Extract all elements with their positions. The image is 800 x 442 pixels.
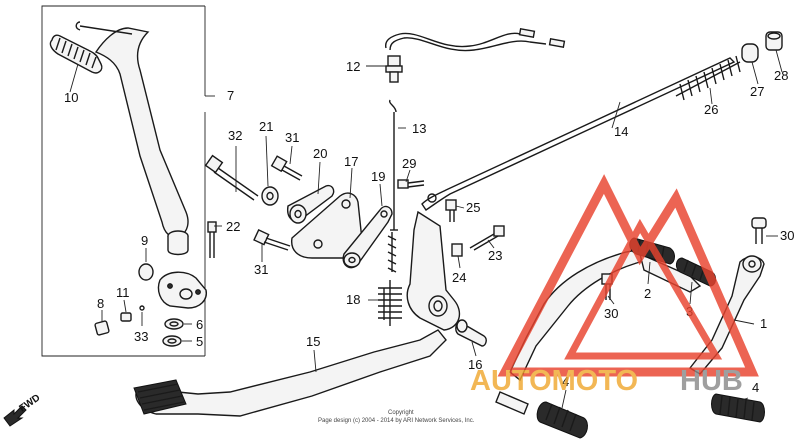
watermark-triangle-outer xyxy=(497,174,759,377)
callout-4-right: 4 xyxy=(752,380,759,395)
switch-12 xyxy=(385,28,566,83)
bolt-22 xyxy=(207,221,217,258)
bolt-32 xyxy=(204,154,259,201)
kick-lever xyxy=(75,21,189,256)
collar-16 xyxy=(455,319,487,347)
callout-22: 22 xyxy=(226,219,240,234)
callout-23: 23 xyxy=(488,248,502,263)
copyright-line1: Copyright xyxy=(388,410,414,416)
automotohub-watermark: AUTOMOTO HUB xyxy=(470,174,759,397)
washer-6 xyxy=(164,318,184,330)
fwd-indicator: FWD xyxy=(3,392,42,427)
callout-17: 17 xyxy=(344,154,358,169)
pin-8 xyxy=(94,320,110,336)
collar-21 xyxy=(261,186,279,206)
watermark-text-hub: HUB xyxy=(680,365,743,397)
callout-31-lower: 31 xyxy=(254,262,268,277)
nut-27 xyxy=(741,43,759,63)
bolt-31-upper xyxy=(270,155,303,181)
callout-27: 27 xyxy=(750,84,764,99)
bolt-31-lower xyxy=(253,229,291,251)
callout-28: 28 xyxy=(774,68,788,83)
callout-1: 1 xyxy=(760,316,767,331)
callout-30-upper: 30 xyxy=(780,228,794,243)
collar-24 xyxy=(451,243,463,257)
callout-7: 7 xyxy=(227,88,234,103)
callout-20: 20 xyxy=(313,146,327,161)
kickstarter-group xyxy=(41,5,217,357)
rubber-4-right xyxy=(711,393,765,423)
callout-33: 33 xyxy=(134,329,148,344)
spring-small xyxy=(387,232,397,273)
callout-25: 25 xyxy=(466,200,480,215)
group-bracket xyxy=(41,5,205,357)
callout-26: 26 xyxy=(704,102,718,117)
bolt-29 xyxy=(397,179,425,189)
ball-33 xyxy=(139,305,145,311)
fwd-arrow-icon xyxy=(3,405,27,427)
callout-9: 9 xyxy=(141,233,148,248)
cap-28 xyxy=(765,31,783,51)
brake-arm xyxy=(406,210,461,331)
callout-32: 32 xyxy=(228,128,242,143)
leader-lines xyxy=(69,49,783,409)
copyright-notice: Copyright Page design (c) 2004 - 2014 by… xyxy=(318,410,475,424)
bolt-25 xyxy=(445,199,457,222)
fwd-label: FWD xyxy=(17,392,42,414)
brake-pedal-15 xyxy=(133,329,447,417)
callout-18: 18 xyxy=(346,292,360,307)
kick-spindle-housing xyxy=(157,271,207,309)
callout-8: 8 xyxy=(97,296,104,311)
callout-14: 14 xyxy=(614,124,628,139)
spring-18 xyxy=(378,280,402,326)
bracket-20 xyxy=(286,184,335,224)
rod-14 xyxy=(421,57,736,211)
callout-12: 12 xyxy=(346,59,360,74)
collar-9 xyxy=(138,263,154,281)
callout-6: 6 xyxy=(196,317,203,332)
callout-21: 21 xyxy=(259,119,273,134)
bolt-23 xyxy=(469,225,505,251)
spring-11 xyxy=(120,312,132,322)
callout-30-lower: 30 xyxy=(604,306,618,321)
callout-10: 10 xyxy=(64,90,78,105)
callout-29: 29 xyxy=(402,156,416,171)
callout-11: 11 xyxy=(116,285,130,300)
watermark-text-automoto: AUTOMOTO xyxy=(470,365,638,397)
callout-24: 24 xyxy=(452,270,466,285)
watermark-triangle-inner xyxy=(564,218,723,360)
bolt-30-upper xyxy=(751,217,767,244)
copyright-line2: Page design (c) 2004 - 2014 by ARI Netwo… xyxy=(318,418,475,424)
callout-31-upper: 31 xyxy=(285,130,299,145)
washer-5 xyxy=(162,335,182,347)
callout-2: 2 xyxy=(644,286,651,301)
rod-13 xyxy=(389,99,398,231)
callout-13: 13 xyxy=(412,121,426,136)
callout-15: 15 xyxy=(306,334,320,349)
spring-26 xyxy=(675,55,741,101)
callout-19: 19 xyxy=(371,169,385,184)
arm-19 xyxy=(342,205,393,269)
callout-4-left: 4 xyxy=(562,374,569,389)
callout-16: 16 xyxy=(468,357,482,372)
kick-rubber xyxy=(49,34,103,74)
callout-numbers: 10 7 22 9 8 11 33 6 5 32 21 31 20 31 17 … xyxy=(64,59,794,395)
rubber-4-left xyxy=(495,391,588,439)
callout-5: 5 xyxy=(196,334,203,349)
